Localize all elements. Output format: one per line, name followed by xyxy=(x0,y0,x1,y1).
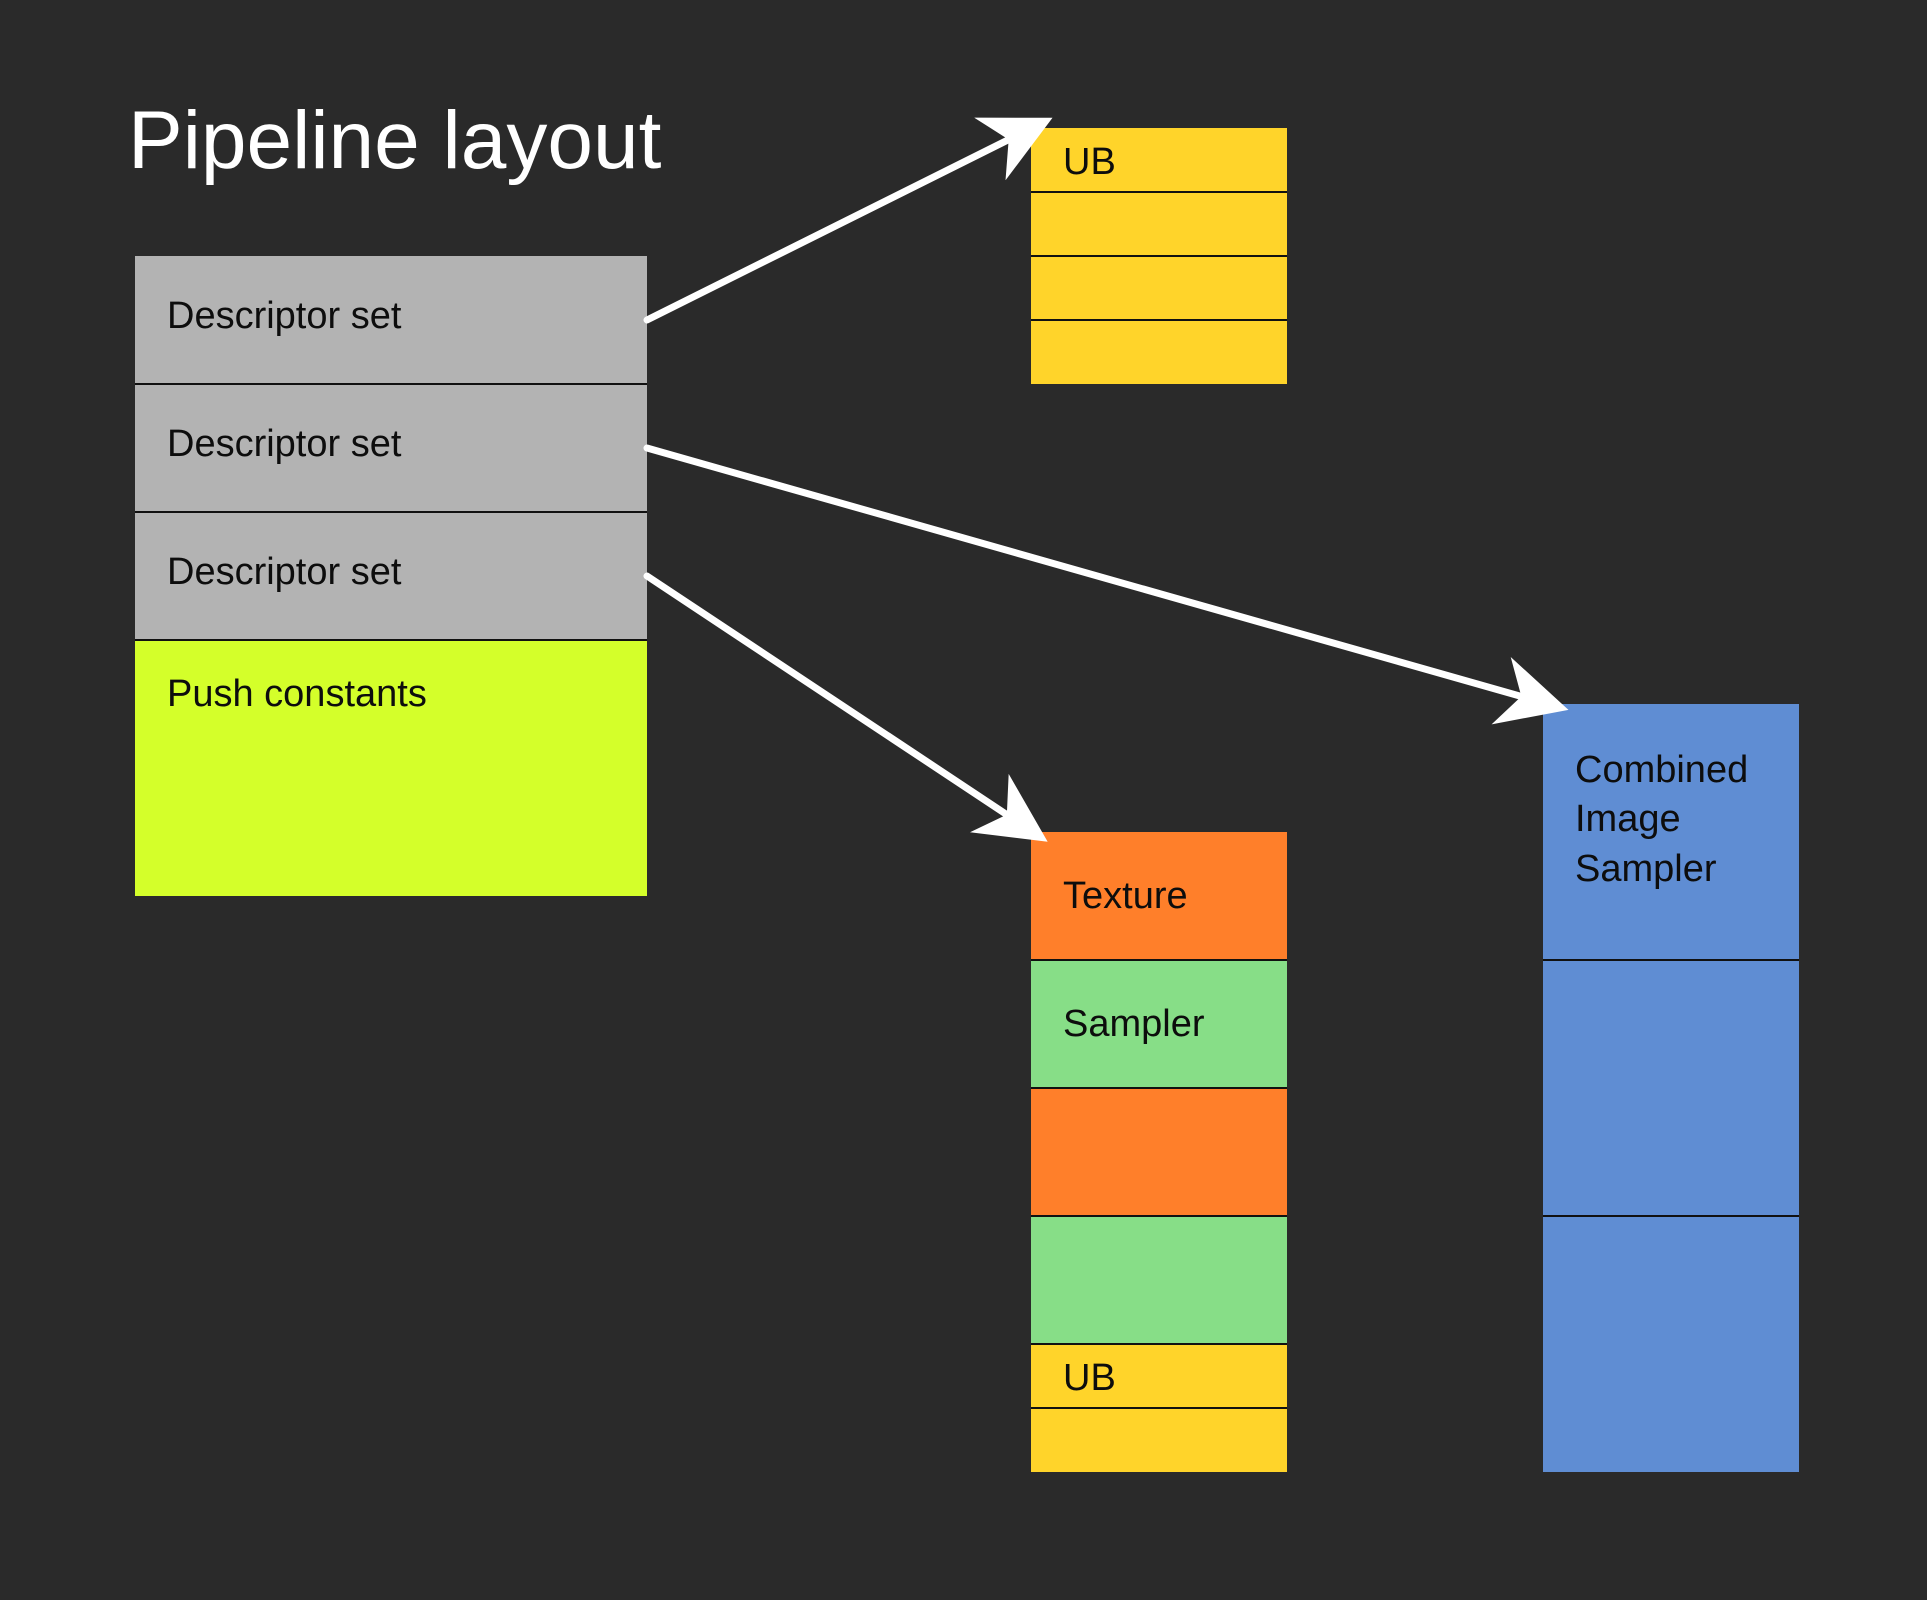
binding-ub: UB xyxy=(1031,1344,1287,1408)
binding-label: Texture xyxy=(1063,875,1188,917)
pipeline-entry-label: Push constants xyxy=(167,673,427,715)
separator xyxy=(1543,1215,1799,1217)
binding-label: UB xyxy=(1063,141,1116,183)
pipeline-entry-label: Descriptor set xyxy=(167,295,402,337)
separator xyxy=(135,383,647,385)
separator xyxy=(135,639,647,641)
binding-sampler: Sampler xyxy=(1031,960,1287,1088)
separator xyxy=(1031,255,1287,257)
arrow-set3-to-texture xyxy=(643,572,1048,842)
arrow-set2-to-combined xyxy=(643,444,1569,725)
binding-combined-empty xyxy=(1543,1216,1799,1472)
arrow-set1-to-uniform xyxy=(643,117,1053,324)
separator xyxy=(135,511,647,513)
pipeline-layout-stack: Descriptor set Descriptor set Descriptor… xyxy=(135,256,647,896)
separator xyxy=(1031,1407,1287,1409)
binding-label: Combined Image Sampler xyxy=(1575,749,1749,890)
pipeline-entry-descriptor-set-2: Descriptor set xyxy=(135,384,647,512)
pipeline-entry-label: Descriptor set xyxy=(167,551,402,593)
binding-combined-empty xyxy=(1543,960,1799,1216)
binding-texture: Texture xyxy=(1031,832,1287,960)
binding-label: Sampler xyxy=(1063,1003,1205,1045)
separator xyxy=(1031,1087,1287,1089)
pipeline-entry-push-constants: Push constants xyxy=(135,640,647,896)
pipeline-entry-descriptor-set-1: Descriptor set xyxy=(135,256,647,384)
page-title: Pipeline layout xyxy=(128,95,662,186)
binding-label: UB xyxy=(1063,1357,1116,1399)
descriptor-set-uniform-stack: UB xyxy=(1031,128,1287,384)
separator xyxy=(1031,1343,1287,1345)
pipeline-entry-descriptor-set-3: Descriptor set xyxy=(135,512,647,640)
pipeline-entry-label: Descriptor set xyxy=(167,423,402,465)
binding-ub-empty xyxy=(1031,1408,1287,1472)
separator xyxy=(1031,959,1287,961)
binding-ub-empty xyxy=(1031,256,1287,320)
separator xyxy=(1031,319,1287,321)
separator xyxy=(1031,191,1287,193)
binding-ub-empty xyxy=(1031,320,1287,384)
binding-texture-empty xyxy=(1031,1088,1287,1216)
binding-ub-empty xyxy=(1031,192,1287,256)
separator xyxy=(1031,1215,1287,1217)
binding-combined-image-sampler: Combined Image Sampler xyxy=(1543,704,1799,960)
separator xyxy=(1543,959,1799,961)
descriptor-set-combined-stack: Combined Image Sampler xyxy=(1543,704,1799,1472)
descriptor-set-texture-stack: Texture Sampler UB xyxy=(1031,832,1287,1472)
binding-sampler-empty xyxy=(1031,1216,1287,1344)
binding-ub: UB xyxy=(1031,128,1287,192)
